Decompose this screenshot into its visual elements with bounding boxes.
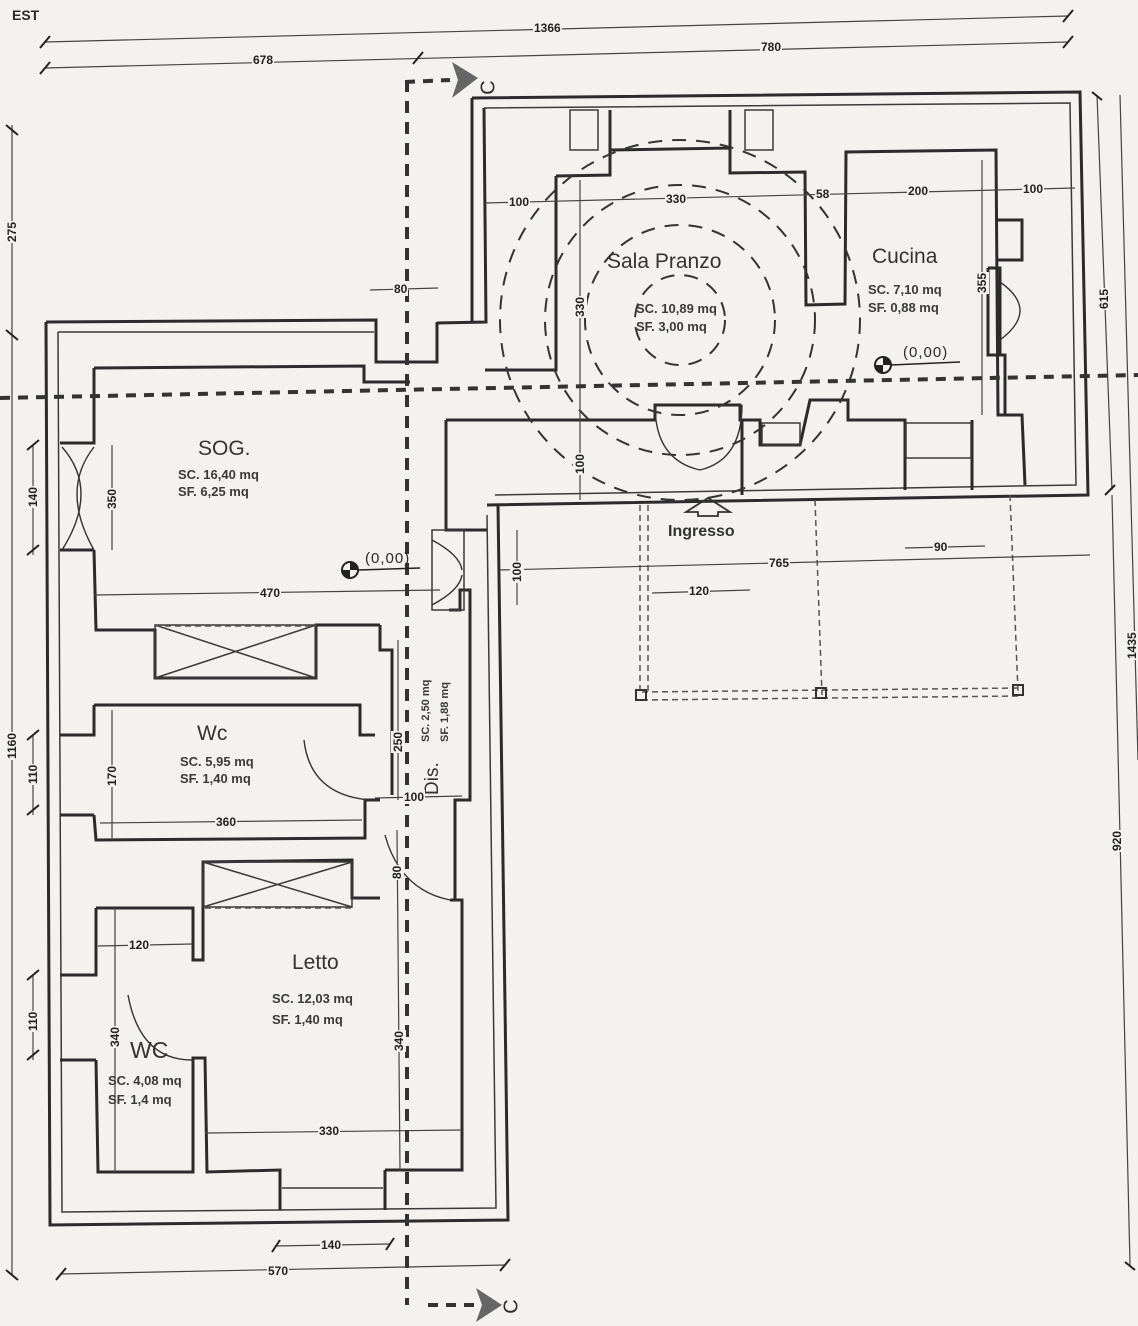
dim-left-window-1: 140	[26, 485, 40, 508]
dim-portico-width: 765	[768, 556, 791, 570]
dim-letto-width: 330	[318, 1124, 341, 1138]
room-sc-letto: SC. 12,03 mq	[272, 991, 353, 1006]
room-sc-wc-2: SC. 4,08 mq	[108, 1073, 182, 1088]
elevation-marker-icon	[341, 356, 961, 579]
drawing-title: EST	[12, 7, 40, 23]
right-dimension-lines	[1091, 91, 1138, 1271]
room-name-soggiorno: SOG.	[198, 437, 251, 460]
dim-top-left: 678	[252, 53, 275, 67]
dim-letto-height: 340	[392, 1029, 406, 1052]
room-sf-letto: SF. 1,40 mq	[272, 1012, 343, 1027]
room-sc-sala-pranzo: SC. 10,89 mq	[636, 301, 717, 316]
dim-passage: 80	[393, 282, 409, 296]
vault-circles	[499, 139, 861, 501]
upper-block-walls	[436, 90, 1090, 532]
elevation-label-cucina: (0,00)	[903, 344, 949, 361]
dim-left-window-3: 110	[26, 1010, 40, 1032]
dim-wc-height: 170	[105, 764, 119, 787]
room-sf-disimpegno: SF. 1,88 mq	[439, 682, 451, 742]
room-name-letto: Letto	[292, 951, 339, 974]
room-sf-wc: SF. 1,40 mq	[180, 771, 251, 786]
dim-right-upper: 615	[1097, 287, 1111, 310]
portico	[499, 494, 1091, 701]
dim-portico-pier: 90	[933, 540, 949, 554]
section-arrow-top-icon	[452, 62, 478, 98]
dim-right-lower: 920	[1110, 829, 1124, 852]
dim-top-right: 780	[760, 40, 783, 54]
dim-left-upper: 275	[5, 220, 19, 243]
dim-cucina-width: 200	[907, 184, 930, 198]
room-name-sala-pranzo: Sala Pranzo	[607, 250, 722, 273]
dim-portico-bay: 120	[688, 584, 711, 598]
room-name-disimpegno: Dis.	[422, 762, 443, 795]
dim-left-total: 1160	[5, 731, 19, 760]
section-label-top: C	[477, 80, 500, 95]
section-arrow-bottom-icon	[476, 1288, 502, 1322]
dim-wc2-width: 120	[128, 938, 151, 952]
dim-sala-width: 330	[665, 192, 688, 206]
room-sf-sala-pranzo: SF. 3,00 mq	[636, 319, 707, 334]
room-name-wc: Wc	[197, 722, 228, 745]
dim-cucina-height: 355	[975, 271, 989, 294]
dim-cucina-right: 100	[1022, 182, 1045, 196]
dim-wc2-height: 340	[108, 1025, 122, 1048]
section-line-c	[0, 78, 1138, 1307]
left-dimension-lines	[5, 124, 40, 1281]
elevation-label-soggiorno: (0,00)	[365, 550, 411, 567]
room-name-cucina: Cucina	[872, 245, 938, 268]
room-sc-cucina: SC. 7,10 mq	[868, 282, 942, 297]
room-sc-soggiorno: SC. 16,40 mq	[178, 467, 259, 482]
dim-sala-height: 330	[573, 295, 587, 318]
room-name-wc-2: WC	[130, 1037, 169, 1063]
room-sf-wc-2: SF. 1,4 mq	[108, 1092, 172, 1107]
dim-right-total: 1435	[1125, 631, 1138, 660]
dim-sala-left: 100	[508, 195, 531, 209]
dim-lower-passage: 100	[573, 452, 587, 475]
dim-top-total: 1366	[533, 21, 562, 35]
room-sf-cucina: SF. 0,88 mq	[868, 300, 939, 315]
section-label-bottom: C	[500, 1299, 523, 1314]
lower-block-walls	[44, 318, 510, 1227]
room-sc-disimpegno: SC. 2,50 mq	[420, 679, 432, 742]
entrance-label: Ingresso	[668, 523, 735, 540]
dim-wc-width: 360	[215, 815, 238, 829]
dim-dis-width: 100	[403, 790, 426, 804]
entrance-arrow-icon	[654, 404, 743, 517]
room-sc-wc: SC. 5,95 mq	[180, 754, 254, 769]
dim-left-window-2: 110	[26, 763, 40, 785]
dim-sog-height: 350	[105, 487, 119, 510]
dim-entry-door: 100	[510, 560, 524, 583]
dim-bottom-window: 140	[320, 1238, 343, 1252]
dim-sog-width: 470	[259, 586, 282, 600]
dim-letto-door: 80	[390, 864, 404, 880]
top-dimension-lines	[39, 9, 1074, 75]
dim-bottom-total: 570	[267, 1264, 290, 1278]
room-sf-soggiorno: SF. 6,25 mq	[178, 484, 249, 499]
dim-dis-height: 250	[391, 730, 405, 753]
dim-sala-pier: 58	[815, 187, 831, 201]
